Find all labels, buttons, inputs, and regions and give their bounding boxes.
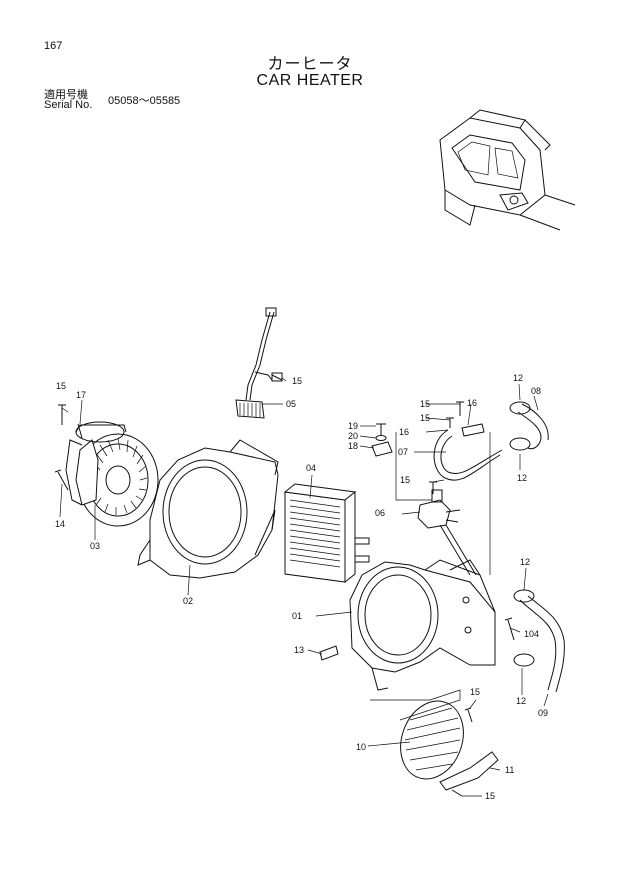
callout-12: 12 [520,557,530,567]
callout-12: 12 [513,373,523,383]
callout-labels: 15 17 14 03 02 15 05 04 01 06 07 15 16 1… [55,373,548,801]
callout-12: 12 [516,696,526,706]
callout-15: 15 [292,376,302,386]
callout-09: 09 [538,708,548,718]
leader-lines [59,377,549,797]
guide-lines [370,432,491,721]
callout-20: 20 [348,431,358,441]
callout-15: 15 [420,399,430,409]
callout-17: 17 [76,390,86,400]
title-english: CAR HEATER [256,72,364,89]
callout-11: 11 [505,765,514,775]
callout-15: 15 [56,381,66,391]
callout-01: 01 [292,611,302,621]
callout-16: 16 [467,398,477,408]
callout-06: 06 [375,508,385,518]
callout-07: 07 [398,447,408,457]
callout-104: 104 [524,629,539,639]
machine-location-thumbnail [439,109,576,231]
callout-08: 08 [531,386,541,396]
callout-15: 15 [420,413,430,423]
callout-15: 15 [470,687,480,697]
callout-13: 13 [294,645,304,655]
callout-12: 12 [517,473,527,483]
water-valve [417,489,477,576]
callout-15: 15 [485,791,495,801]
callout-02: 02 [183,596,193,606]
hose-clamps [509,401,535,667]
callout-03: 03 [90,541,100,551]
resistor-harness [235,307,283,419]
heater-core [283,483,370,584]
blower-case [137,439,279,579]
callout-04: 04 [306,463,316,473]
heater-housing [349,559,496,691]
serial-label-english: Serial No. [44,99,93,111]
serial-range: 05058～05585 [108,95,181,107]
page-number: 167 [44,40,63,52]
callout-14: 14 [55,519,65,529]
serial-label-japanese: 適用号機 [44,88,88,101]
grille-cover [400,700,499,791]
callout-18: 18 [348,441,358,451]
callout-10: 10 [356,742,366,752]
hoses [433,403,565,693]
callout-15: 15 [400,475,410,485]
callout-16: 16 [399,427,409,437]
callout-19: 19 [348,421,358,431]
title-japanese: カーヒータ [267,54,353,73]
blower-fan-assembly [65,421,159,527]
callout-05: 05 [286,399,296,409]
